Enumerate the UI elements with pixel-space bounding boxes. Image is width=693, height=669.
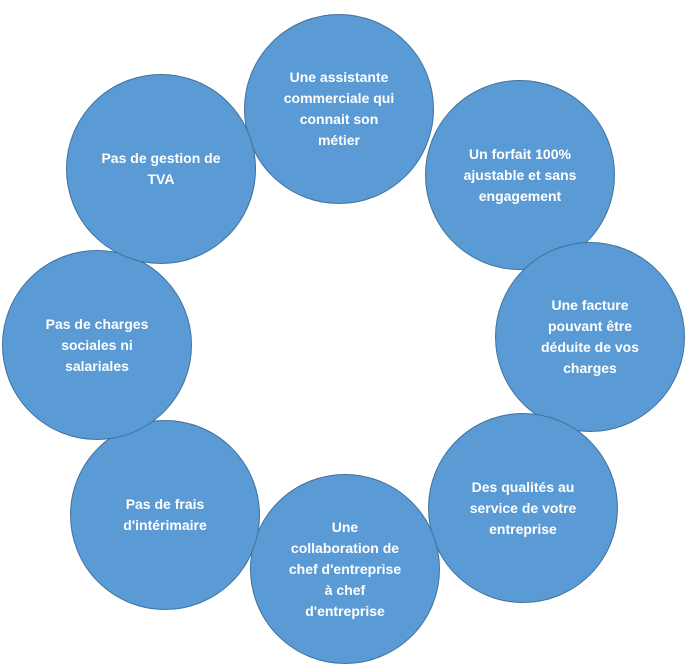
node-gestion-tva: Pas de gestion de TVA [66,74,256,264]
node-assistante-commerciale: Une assistante commerciale qui connait s… [244,14,434,204]
node-label: Une assistante commerciale qui connait s… [283,69,395,148]
node-forfait: Un forfait 100% ajustable et sans engage… [425,80,615,270]
node-frais-interimaire: Pas de frais d'intérimaire [70,420,260,610]
node-qualites: Des qualités au service de votre entrepr… [428,413,618,603]
node-charges-sociales: Pas de charges sociales ni salariales [2,250,192,440]
node-facture: Une facture pouvant être déduite de vos … [495,242,685,432]
node-label: Un forfait 100% ajustable et sans engage… [463,145,577,204]
node-label: Pas de frais d'intérimaire [123,496,207,533]
node-label: Une facture pouvant être déduite de vos … [540,297,640,376]
node-label: Pas de charges sociales ni salariales [45,315,149,374]
node-label: Pas de gestion de TVA [101,150,221,187]
node-label: Une collaboration de chef d'entreprise à… [288,518,402,619]
node-label: Des qualités au service de votre entrepr… [469,478,577,537]
node-collaboration: Une collaboration de chef d'entreprise à… [250,474,440,664]
